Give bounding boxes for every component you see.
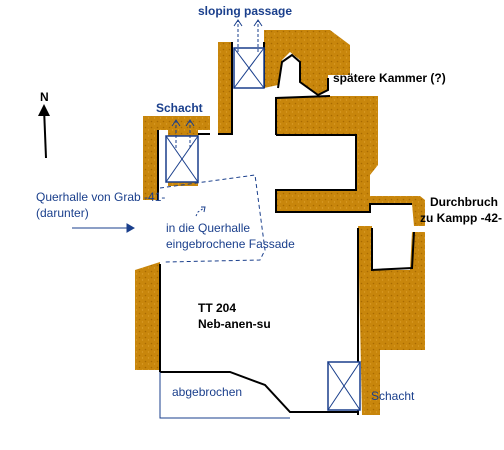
shaft-lower-box xyxy=(327,361,361,411)
crosshall-label-1: Querhalle von Grab -41- xyxy=(36,190,165,204)
shaft-upper-box xyxy=(165,135,199,183)
broken-off-label: abgebrochen xyxy=(172,385,242,399)
tomb-owner-label: Neb-anen-su xyxy=(198,317,271,331)
breakthrough-label-1: Durchbruch xyxy=(430,195,498,209)
facade-label-2: eingebrochene Fassade xyxy=(166,237,295,251)
tomb-number-label: TT 204 xyxy=(198,301,236,315)
shaft-arrows xyxy=(171,19,263,148)
later-chamber-label: spätere Kammer (?) xyxy=(333,71,446,85)
north-arrow-icon xyxy=(38,104,50,159)
facade-outline xyxy=(159,174,290,419)
shaft-lower-label: Schacht xyxy=(371,389,415,403)
shaft-upper-label: Schacht xyxy=(156,101,203,115)
facade-arrow xyxy=(195,206,206,217)
sloping-passage-label: sloping passage xyxy=(198,4,292,18)
facade-label-1: in die Querhalle xyxy=(166,221,250,235)
walls xyxy=(157,42,415,415)
north-label: N xyxy=(40,90,49,104)
shaft-sloping-box xyxy=(233,47,265,89)
breakthrough-label-2: zu Kampp -42- xyxy=(420,211,502,225)
crosshall-arrow xyxy=(72,223,136,233)
crosshall-label-2: (darunter) xyxy=(36,206,89,220)
